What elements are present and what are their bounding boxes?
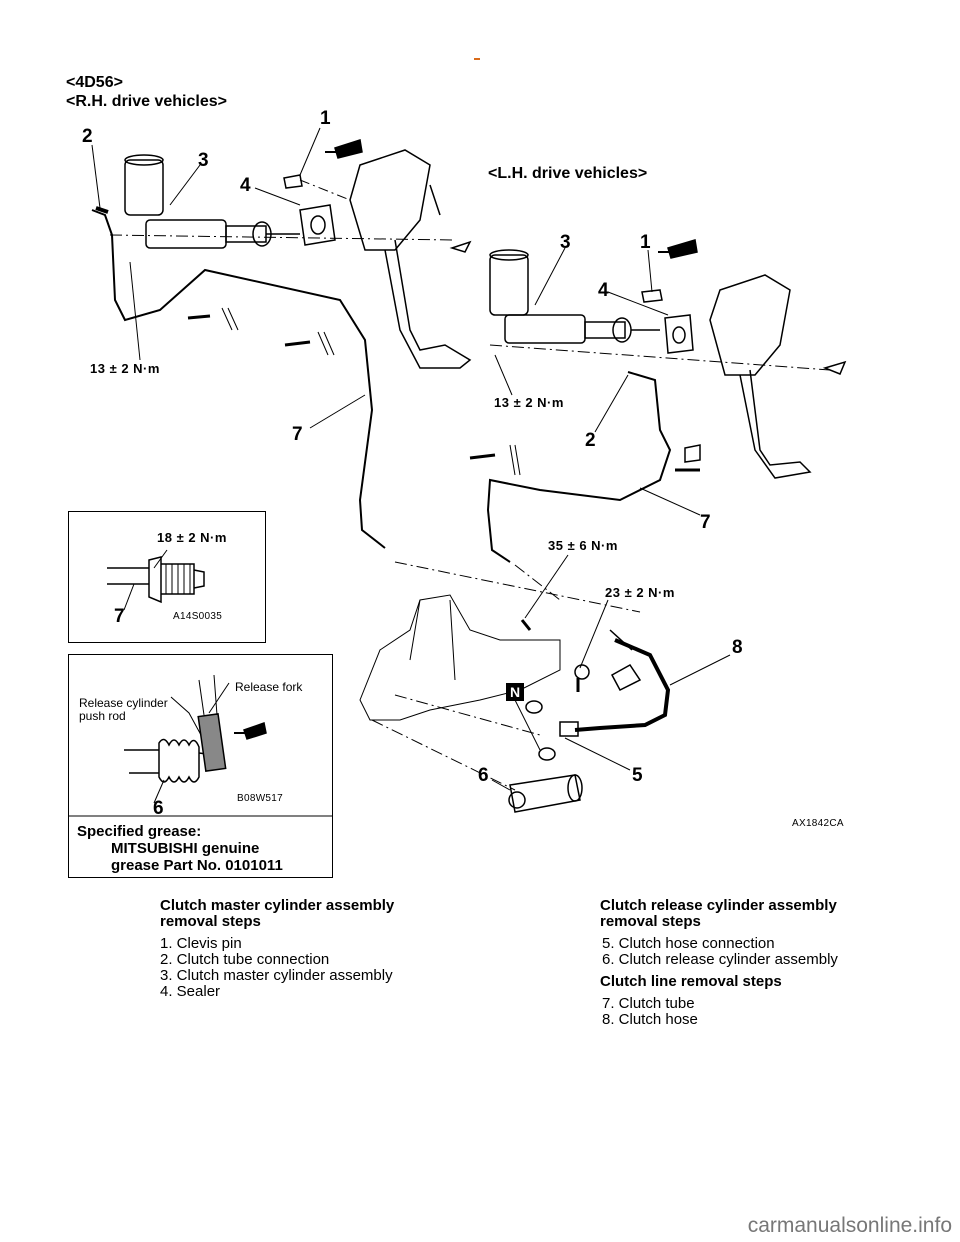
push-rod-label-line1: Release cylinder: [79, 696, 168, 710]
master-steps-title-1: Clutch master cylinder assembly: [160, 897, 395, 914]
callout-rh-3: 3: [198, 150, 209, 171]
line-step-7: 7. Clutch tube: [602, 995, 695, 1012]
release-steps-title-1: Clutch release cylinder assembly: [600, 897, 837, 914]
release-step-5: 5. Clutch hose connection: [602, 935, 775, 952]
release-cylinder: [508, 774, 583, 813]
lh-master-cylinder: [489, 249, 660, 344]
callout-6: 6: [478, 765, 489, 786]
push-rod-label-line2: push rod: [79, 709, 126, 723]
master-steps-title-2: removal steps: [160, 913, 261, 930]
clutch-hose: [559, 629, 671, 737]
lh-sealer: [664, 314, 694, 354]
page-top-marker: [474, 58, 480, 60]
grease-line1: MITSUBISHI genuine: [111, 840, 260, 857]
master-step-1: 1. Clevis pin: [160, 935, 242, 952]
inset1-code: A14S0035: [173, 611, 223, 622]
callout-lh-7: 7: [700, 512, 711, 533]
rh-pedal-bracket: [349, 149, 472, 369]
rh-clevis-pin: [283, 174, 303, 189]
transmission-housing: [359, 594, 561, 721]
callout-rh-2: 2: [82, 126, 93, 147]
inset1-callout-7: 7: [114, 606, 125, 627]
line-steps-title: Clutch line removal steps: [600, 973, 782, 990]
figure-code: AX1842CA: [792, 818, 844, 829]
torque-lh-13: 13 ± 2 N·m: [494, 395, 564, 410]
rh-master-cylinder: [124, 154, 300, 249]
inset1-torque: 18 ± 2 N·m: [157, 530, 227, 545]
release-fork-illustration: [69, 674, 332, 817]
torque-rh-13: 13 ± 2 N·m: [90, 361, 160, 376]
callout-lh-3: 3: [560, 232, 571, 253]
release-step-6: 6. Clutch release cylinder assembly: [602, 951, 838, 968]
clutch-diagram: [91, 127, 847, 813]
master-step-4: 4. Sealer: [160, 983, 221, 1000]
flare-nut-illustration: [107, 549, 205, 611]
inset2-callout-6: 6: [153, 798, 164, 819]
inset2-code: B08W517: [237, 793, 284, 804]
callout-8: 8: [732, 637, 743, 658]
callout-rh-4: 4: [240, 175, 251, 196]
lh-pedal-bracket: [709, 274, 812, 479]
callout-lh-1: 1: [640, 232, 651, 253]
master-step-3: 3. Clutch master cylinder assembly: [160, 967, 393, 984]
callout-5: 5: [632, 765, 643, 786]
new-part-badge: N: [506, 683, 524, 701]
callout-lh-2: 2: [585, 430, 596, 451]
rh-sealer: [299, 204, 336, 246]
rh-drive-label: <R.H. drive vehicles>: [66, 93, 227, 110]
master-step-2: 2. Clutch tube connection: [160, 951, 330, 968]
lh-clevis-pin: [641, 289, 663, 303]
engine-label: <4D56>: [66, 74, 123, 91]
callout-lh-4: 4: [598, 280, 609, 301]
torque-35: 35 ± 6 N·m: [548, 538, 618, 553]
rh-clutch-tube: [91, 209, 386, 549]
tube-flare-nut-inset: 18 ± 2 N·m 7 A14S0035: [68, 511, 266, 643]
grease-gun-icon: [658, 239, 698, 259]
release-fork-inset: Release fork Release cylinder push rod 6…: [68, 654, 333, 878]
lh-clutch-tube: [486, 371, 672, 563]
release-fork-label: Release fork: [235, 680, 303, 694]
callout-rh-7: 7: [292, 424, 303, 445]
release-steps-title-2: removal steps: [600, 913, 701, 930]
watermark: carmanualsonline.info: [747, 1214, 952, 1237]
grease-line2: grease Part No. 0101011: [111, 857, 283, 874]
lh-drive-label: <L.H. drive vehicles>: [488, 165, 648, 182]
grease-title: Specified grease:: [77, 823, 202, 840]
callout-rh-1: 1: [320, 108, 331, 129]
line-step-8: 8. Clutch hose: [602, 1011, 698, 1028]
grease-gun-icon: [325, 139, 363, 159]
torque-23: 23 ± 2 N·m: [605, 585, 675, 600]
